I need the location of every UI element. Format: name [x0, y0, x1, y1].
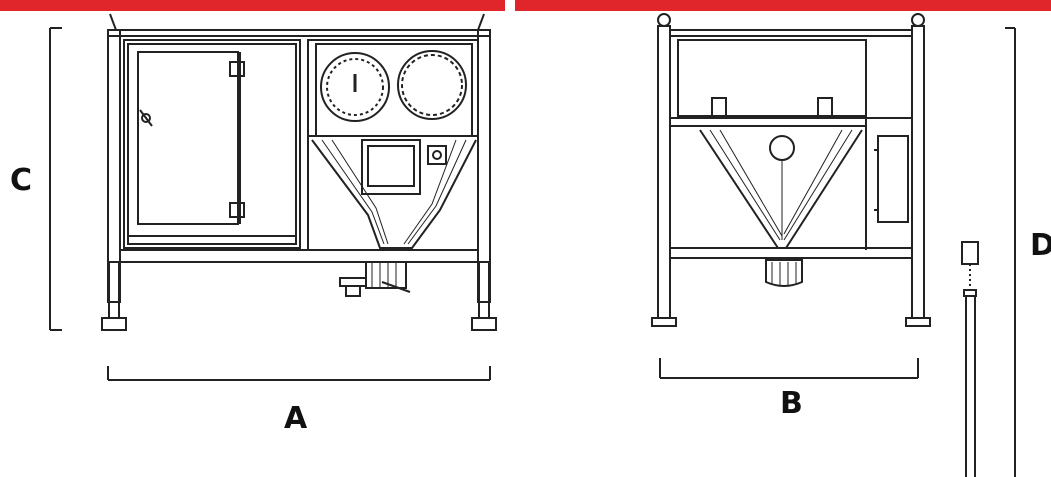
front-hopper-cone	[312, 140, 476, 248]
control-button-dot	[433, 151, 441, 159]
front-outlet	[366, 262, 406, 288]
side-left-foot	[652, 318, 676, 326]
lifting-eye-left	[658, 14, 670, 26]
front-view	[102, 14, 496, 330]
side-hopper-cone	[700, 130, 862, 248]
outlet-valve-base	[346, 286, 360, 296]
label-a: A	[284, 401, 308, 436]
porthole-right-inner	[402, 55, 462, 115]
side-hopper-line-a	[710, 130, 780, 240]
top-red-bar-left	[0, 0, 505, 11]
side-right-post	[912, 26, 924, 320]
label-c: C	[10, 163, 32, 198]
cabinet-frame	[128, 44, 296, 244]
door-handle-icon	[142, 114, 150, 122]
side-hopper-line-d	[784, 130, 842, 234]
hopper-line-b	[332, 140, 388, 244]
side-outlet-motor	[766, 260, 802, 286]
porthole-left-inner	[327, 59, 383, 115]
extension-pole	[962, 242, 978, 477]
side-upper-box	[678, 40, 866, 116]
door-handle-bar	[140, 110, 152, 126]
cabinet-door	[138, 52, 238, 224]
front-left-post	[108, 30, 120, 302]
side-left-post	[658, 26, 670, 320]
side-bracket-right	[818, 98, 832, 116]
pole-cap	[962, 242, 978, 264]
hinge-bottom	[230, 203, 244, 217]
front-left-foot	[102, 318, 126, 330]
dimension-c-bracket	[50, 28, 62, 330]
outlet-valve	[340, 278, 366, 286]
hopper-line-a	[322, 140, 384, 244]
label-d: D	[1030, 228, 1051, 263]
side-bracket-left	[712, 98, 726, 116]
hopper-line-c	[408, 140, 466, 244]
right-section-frame	[308, 40, 478, 250]
side-sight-glass	[770, 136, 794, 160]
dimension-b-bracket	[660, 358, 918, 378]
front-right-leg	[479, 262, 489, 318]
front-corner-right	[478, 14, 484, 30]
porthole-left	[321, 53, 389, 121]
porthole-right	[398, 51, 466, 119]
control-screen	[368, 146, 414, 186]
front-right-foot	[472, 318, 496, 330]
control-screen-housing	[362, 140, 420, 194]
top-red-bar-right	[515, 0, 1051, 11]
lifting-eye-right	[912, 14, 924, 26]
cabinet-outer	[124, 40, 300, 248]
side-view	[652, 14, 930, 326]
label-b: B	[780, 386, 803, 421]
side-hopper-line-b	[720, 130, 782, 236]
outlet-chute	[382, 282, 410, 292]
dimension-d-bracket	[1005, 28, 1015, 477]
hopper-line-d	[404, 140, 456, 244]
side-control-box	[878, 136, 908, 222]
side-hopper-line-c	[784, 130, 852, 240]
control-button-icon	[428, 146, 446, 164]
hinge-top	[230, 62, 244, 76]
front-left-leg	[109, 262, 119, 318]
front-corner-left	[110, 14, 116, 30]
side-right-foot	[906, 318, 930, 326]
pole-collar	[964, 290, 976, 296]
dimension-a-bracket	[108, 366, 490, 380]
